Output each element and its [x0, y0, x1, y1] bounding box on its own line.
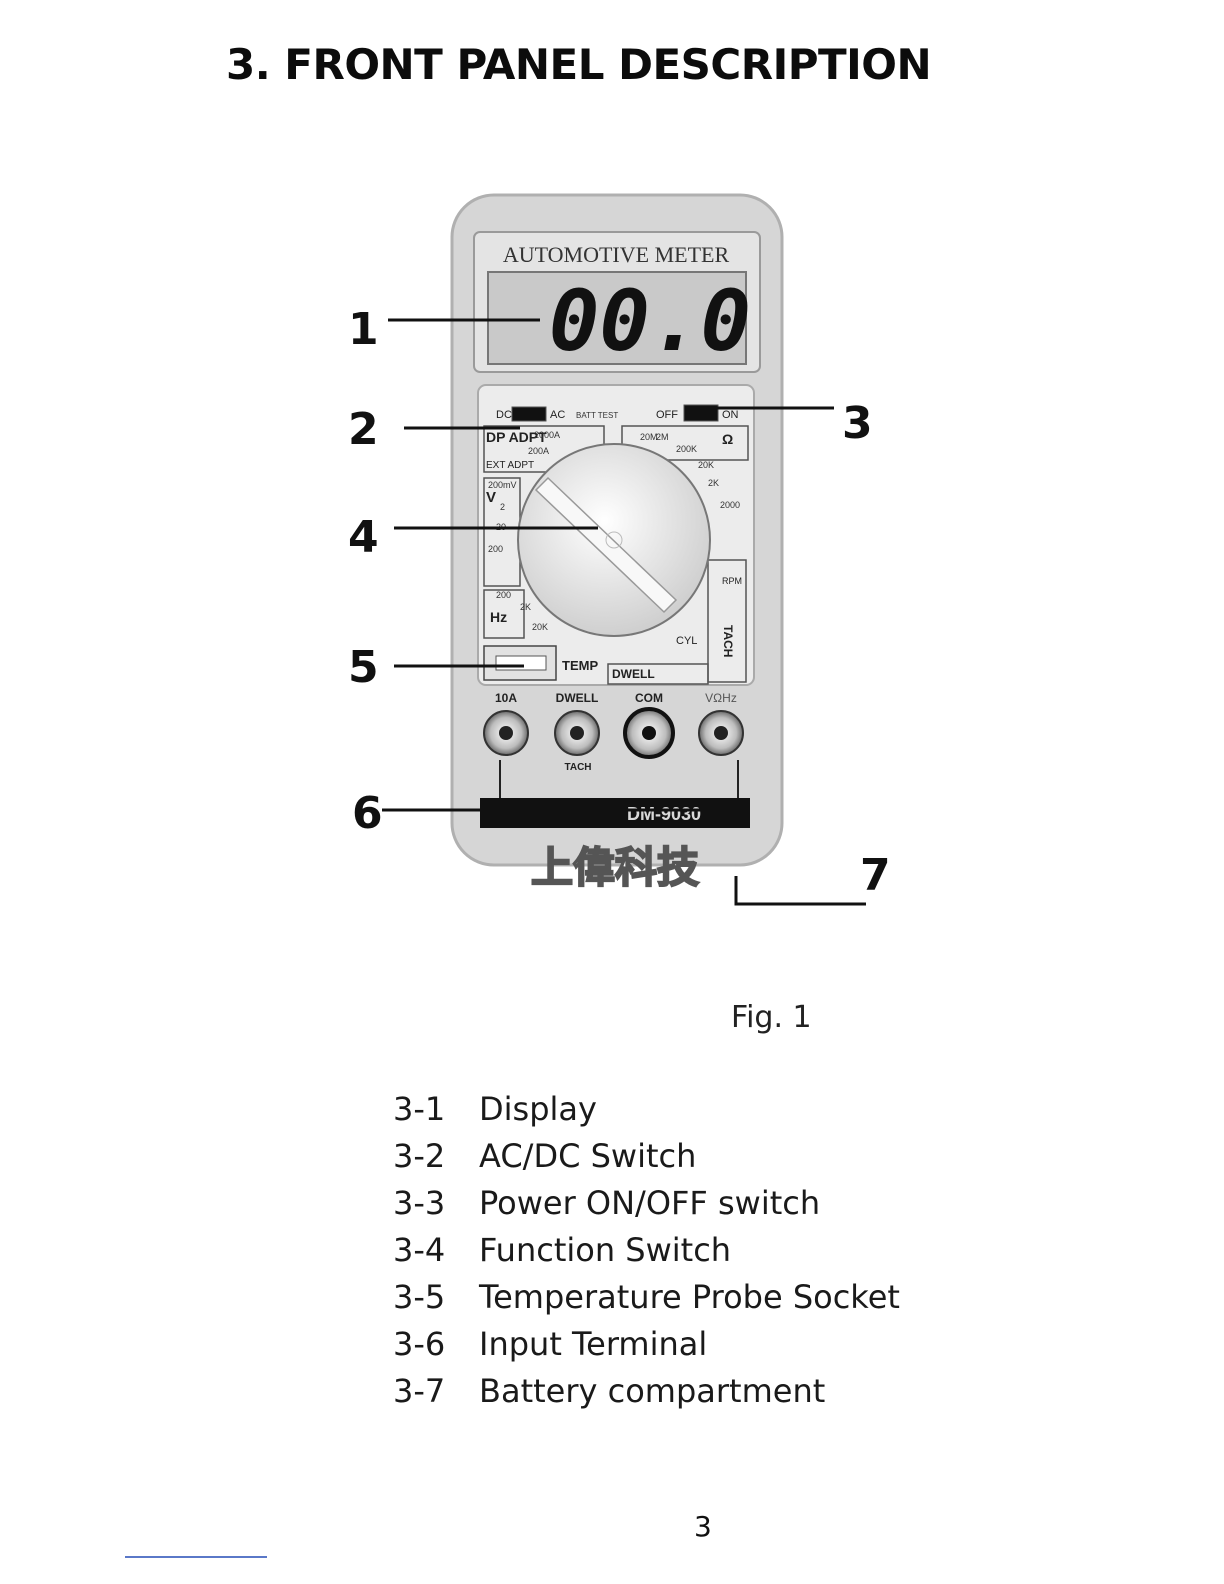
part-number: 3-3: [393, 1183, 446, 1222]
range-label: 200A: [528, 446, 549, 456]
range-labels: 20M2M200K20K2K2000200mV2202002002K20K200…: [488, 430, 740, 632]
part-number: 3-6: [393, 1324, 446, 1363]
dp-adpt-label: DP ADPT: [486, 429, 547, 445]
callout-lines: [382, 318, 866, 906]
range-label: 2K: [520, 602, 531, 612]
callout-1: 1: [348, 304, 379, 355]
footnote-rule: [125, 1556, 267, 1558]
callout-3: 3: [842, 398, 873, 449]
part-name: AC/DC Switch: [479, 1136, 697, 1175]
tach-panel-label: TACH: [721, 625, 735, 657]
ac-dc-switch[interactable]: DC AC: [496, 406, 565, 422]
terminal-jack-10a[interactable]: [483, 710, 529, 756]
terminal-label-dwell: DWELL: [556, 691, 599, 705]
figure-caption: Fig. 1: [731, 1000, 812, 1035]
lcd-reading: 00.0: [549, 272, 751, 370]
part-number: 3-2: [393, 1136, 446, 1175]
cyl-label: CYL: [676, 635, 697, 647]
temperature-probe-socket[interactable]: TEMP: [483, 645, 598, 681]
range-label: 2: [500, 502, 505, 512]
callout-4: 4: [348, 512, 379, 563]
input-terminals: 10A DWELL COM VΩHz TACH: [483, 691, 744, 800]
lcd-display: AUTOMOTIVE METER 00.0: [487, 242, 751, 370]
range-label: 2M: [656, 432, 669, 442]
range-label: 200: [496, 590, 511, 600]
part-number: 3-5: [393, 1277, 446, 1316]
terminal-label-10a: 10A: [495, 691, 517, 705]
list-item: 3-3 Power ON/OFF switch: [393, 1179, 900, 1226]
range-panel: DP ADPT EXT ADPT V Hz Ω RPM TACH CYL DWE…: [483, 425, 749, 685]
list-item: 3-4 Function Switch: [393, 1226, 900, 1273]
ohm-label: Ω: [722, 431, 733, 447]
callout-6: 6: [352, 788, 383, 839]
power-on-label: ON: [722, 409, 739, 421]
dwell-panel-label: DWELL: [612, 667, 655, 681]
function-switch[interactable]: [517, 443, 711, 637]
range-label: 200: [488, 544, 503, 554]
page-number: 3: [694, 1510, 712, 1543]
callout-2: 2: [348, 404, 379, 455]
terminal-jack-com[interactable]: [623, 707, 675, 759]
list-item: 3-1 Display: [393, 1085, 900, 1132]
callout-7: 7: [860, 850, 891, 901]
terminal-label-com: COM: [635, 691, 663, 705]
part-number: 3-4: [393, 1230, 446, 1269]
range-label: 2000: [720, 500, 740, 510]
temp-label: TEMP: [562, 658, 598, 673]
page-heading: 3. FRONT PANEL DESCRIPTION: [226, 40, 932, 89]
list-item: 3-6 Input Terminal: [393, 1320, 900, 1367]
meter-title: AUTOMOTIVE METER: [503, 242, 730, 267]
range-label: 2000A: [534, 430, 560, 440]
part-number: 3-1: [393, 1089, 446, 1128]
tach-small-label: TACH: [564, 762, 591, 773]
list-item: 3-7 Battery compartment: [393, 1367, 900, 1414]
list-item: 3-2 AC/DC Switch: [393, 1132, 900, 1179]
range-label: 2K: [708, 478, 719, 488]
model-label: DM-9030: [627, 804, 701, 824]
switch-dc-label: DC: [496, 409, 512, 421]
part-name: Battery compartment: [479, 1371, 826, 1410]
switch-ac-label: AC: [550, 409, 565, 421]
terminal-jack-vohm[interactable]: [698, 710, 744, 756]
rpm-label: RPM: [722, 576, 742, 586]
model-strip: DM-9030: [480, 798, 750, 828]
power-off-label: OFF: [656, 409, 678, 421]
callout-5: 5: [348, 642, 379, 693]
range-label: 200mV: [488, 480, 517, 490]
range-label: 20K: [532, 622, 548, 632]
part-number: 3-7: [393, 1371, 446, 1410]
volt-label: V: [486, 489, 496, 506]
terminal-jack-dwell[interactable]: [554, 710, 600, 756]
hz-label: Hz: [490, 609, 507, 625]
part-name: Function Switch: [479, 1230, 732, 1269]
terminal-label-vohm: VΩHz: [705, 691, 737, 705]
part-name: Display: [479, 1089, 597, 1128]
batt-test-label: BATT TEST: [576, 411, 618, 420]
part-name: Power ON/OFF switch: [479, 1183, 821, 1222]
leader-line-7: [734, 876, 866, 906]
range-label: 20K: [698, 460, 714, 470]
parts-list: 3-1 Display 3-2 AC/DC Switch 3-3 Power ON/O…: [393, 1085, 900, 1414]
ext-adpt-label: EXT ADPT: [486, 460, 534, 471]
list-item: 3-5 Temperature Probe Socket: [393, 1273, 900, 1320]
range-label: 20M: [640, 432, 658, 442]
brand-watermark: 上偉科技: [531, 843, 699, 892]
callout-numbers: 1 2 3 4 5 6 7: [348, 304, 891, 901]
part-name: Input Terminal: [479, 1324, 708, 1363]
range-label: 200K: [676, 444, 697, 454]
part-name: Temperature Probe Socket: [479, 1277, 900, 1316]
